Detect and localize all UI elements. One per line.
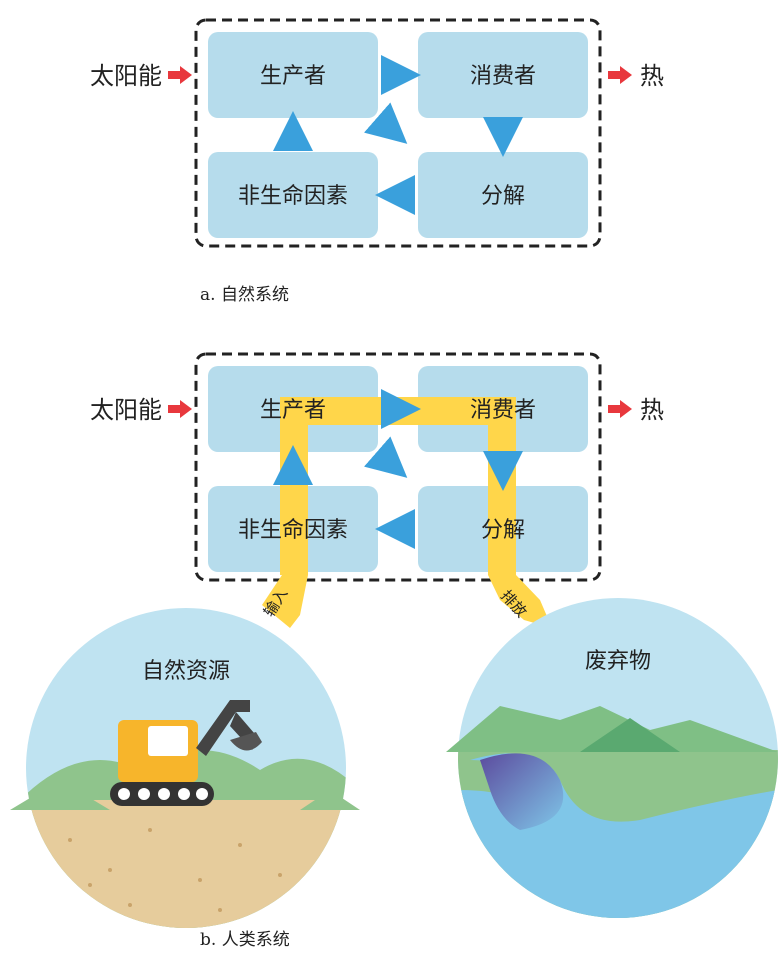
node-label-producer: 生产者 [260, 398, 326, 423]
caption-a: a. 自然系统 [200, 285, 289, 305]
arrow-producer-to-decomposer [364, 102, 408, 144]
red-arrow-output [608, 66, 632, 84]
waste-circle: 废弃物 [446, 598, 778, 918]
red-arrow-input [168, 400, 192, 418]
node-label: 非生命因素 [238, 184, 348, 209]
node-label: 分解 [481, 184, 525, 209]
node-abiotic: 非生命因素 [208, 152, 378, 238]
system-boundary [194, 18, 602, 248]
natural-resources-circle: 自然资源 [10, 608, 360, 928]
node-consumer: 消费者 [418, 32, 588, 118]
red-arrow-output [608, 400, 632, 418]
node-label: 生产者 [260, 64, 326, 89]
system-boundary [194, 352, 602, 582]
caption-b: b. 人类系统 [200, 930, 290, 950]
red-arrow-input [168, 66, 192, 84]
input-label: 太阳能 [90, 396, 162, 424]
waste-circle-label: 废弃物 [585, 649, 651, 674]
input-tag-arrow [262, 575, 308, 628]
mountain-icon [446, 706, 778, 752]
output-label: 热 [640, 396, 664, 424]
input-label: 太阳能 [90, 62, 162, 90]
output-tag-arrow [488, 575, 552, 628]
resource-circle-label: 自然资源 [142, 659, 230, 684]
human-system-diagram: 生产者 消费者 非生命因素 分解 太阳能 热 输入 排放 [10, 352, 778, 950]
node-label-consumer: 消费者 [470, 398, 536, 423]
node-label-abiotic: 非生命因素 [238, 518, 348, 543]
node-decomposer: 分解 [418, 152, 588, 238]
node-producer: 生产者 [208, 32, 378, 118]
human-flow-path [262, 397, 552, 628]
natural-system-diagram: 生产者 消费者 非生命因素 分解 太阳能 热 a. 自然系统 [90, 18, 664, 305]
excavator-icon [110, 700, 262, 806]
node-label: 消费者 [470, 64, 536, 89]
output-label: 热 [640, 62, 664, 90]
node-label-decomposer: 分解 [481, 518, 525, 543]
arrow-producer-to-decomposer [364, 436, 408, 478]
